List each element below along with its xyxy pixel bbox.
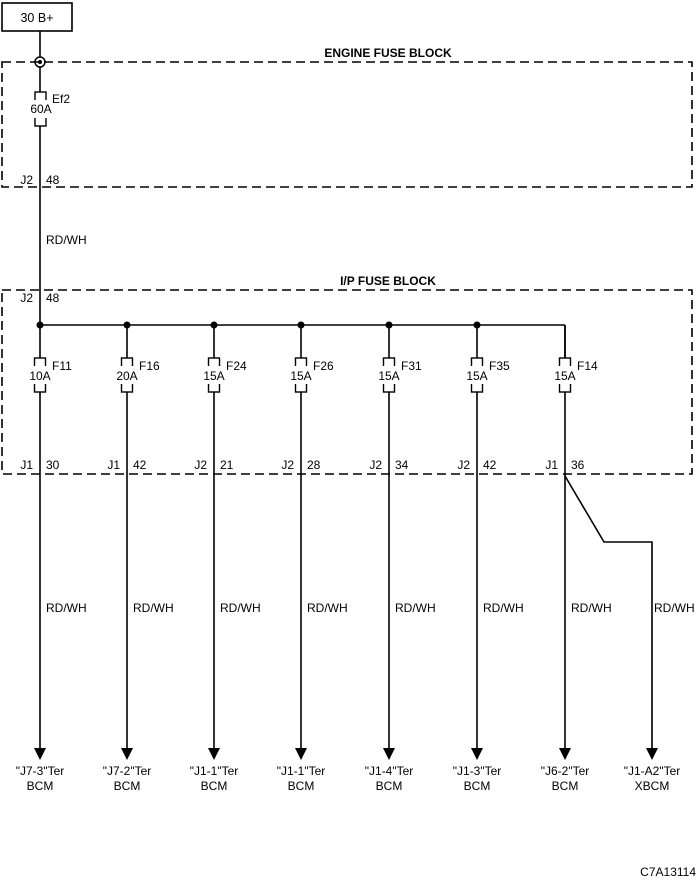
dest-module: BCM	[376, 779, 403, 793]
engine-fuse-block	[1, 61, 693, 188]
power-source-label: 30 B+	[20, 11, 53, 25]
fuse-wire-color: RD/WH	[395, 601, 436, 615]
xbcm-wire-color: RD/WH	[654, 601, 695, 615]
dest-module: BCM	[27, 779, 54, 793]
ip-fuse-block	[1, 289, 693, 475]
fuse-pin: 21	[220, 458, 234, 472]
fuse-rating: 15A	[466, 369, 487, 383]
arrow-head	[208, 748, 220, 760]
dest-module: BCM	[552, 779, 579, 793]
dest-terminal: "J7-2"Ter	[103, 764, 152, 778]
dest-module: BCM	[114, 779, 141, 793]
fuse-name: F35	[489, 359, 510, 373]
fuse-label-bg	[554, 366, 576, 384]
dest-terminal: "J1-1"Ter	[190, 764, 239, 778]
dest-terminal: "J1-4"Ter	[365, 764, 414, 778]
xbcm-terminal: "J1-A2"Ter	[624, 764, 681, 778]
fuse-connector: J1	[545, 458, 558, 472]
fuse-rating: 15A	[378, 369, 399, 383]
fuse-name: F31	[401, 359, 422, 373]
arrow-head	[34, 748, 46, 760]
terminal-symbol-center	[38, 60, 42, 64]
fuse-connector: J2	[194, 458, 207, 472]
arrow-head	[383, 748, 395, 760]
fuse-label-bg	[466, 366, 488, 384]
power-source-box	[1, 2, 73, 32]
fuse-pin: 34	[395, 458, 409, 472]
fuse-wire-color: RD/WH	[571, 601, 612, 615]
fuse-name: F26	[313, 359, 334, 373]
feed-wire-color: RD/WH	[46, 233, 87, 247]
fuse-rating: 15A	[554, 369, 575, 383]
arrow-head	[471, 748, 483, 760]
dest-terminal: "J1-1"Ter	[277, 764, 326, 778]
ip-fuse-block-title: I/P FUSE BLOCK	[340, 274, 436, 288]
fuse-connector: J2	[281, 458, 294, 472]
dest-module: BCM	[288, 779, 315, 793]
fuse-wire-color: RD/WH	[220, 601, 261, 615]
fuse-connector: J1	[107, 458, 120, 472]
fuse-name: F16	[139, 359, 160, 373]
arrow-head	[559, 748, 571, 760]
fuse-name: F14	[577, 359, 598, 373]
fuse-name: F11	[52, 359, 72, 373]
engine-out-connector: J2	[20, 173, 33, 187]
fuse-connector: J1	[20, 458, 33, 472]
xbcm-branch-wire	[564, 475, 653, 756]
ip-in-pin: 48	[46, 291, 60, 305]
fuse-wire-color: RD/WH	[46, 601, 87, 615]
fuse-wire-color: RD/WH	[483, 601, 524, 615]
fuse-label-bg	[378, 366, 400, 384]
fuse-pin: 30	[46, 458, 60, 472]
dest-module: BCM	[464, 779, 491, 793]
fuse-pin: 28	[307, 458, 321, 472]
engine-out-pin: 48	[46, 173, 60, 187]
fuse-name: F24	[226, 359, 247, 373]
fuse-connector: J2	[457, 458, 470, 472]
engine-fuse-block-title: ENGINE FUSE BLOCK	[324, 46, 452, 60]
fuse-rating: 15A	[203, 369, 224, 383]
fuse-ef2-name: Ef2	[52, 92, 70, 106]
arrow-head	[295, 748, 307, 760]
fuse-ef2: Ef2 60A	[30, 91, 70, 127]
arrow-head	[121, 748, 133, 760]
fuse-pin: 42	[133, 458, 147, 472]
dest-terminal: "J7-3"Ter	[16, 764, 65, 778]
fuse-rating: 10A	[29, 369, 50, 383]
fuse-label-bg	[203, 366, 225, 384]
figure-code: C7A13114	[640, 865, 696, 879]
ip-in-connector: J2	[20, 291, 33, 305]
fuse-pin: 42	[483, 458, 497, 472]
xbcm-arrow	[646, 748, 658, 760]
dest-terminal: "J6-2"Ter	[541, 764, 590, 778]
fuse-wire-color: RD/WH	[307, 601, 348, 615]
fuse-connector: J2	[369, 458, 382, 472]
fuse-rating: 15A	[290, 369, 311, 383]
fuse-wire-color: RD/WH	[133, 601, 174, 615]
dest-terminal: "J1-3"Ter	[453, 764, 502, 778]
fuse-rating: 20A	[116, 369, 137, 383]
fuse-ef2-rating: 60A	[30, 102, 51, 116]
xbcm-module: XBCM	[635, 779, 670, 793]
fuse-pin: 36	[571, 458, 585, 472]
fuse-label-bg	[290, 366, 312, 384]
dest-module: BCM	[201, 779, 228, 793]
fuse-label-bg	[29, 366, 51, 384]
fuse-label-bg	[116, 366, 138, 384]
